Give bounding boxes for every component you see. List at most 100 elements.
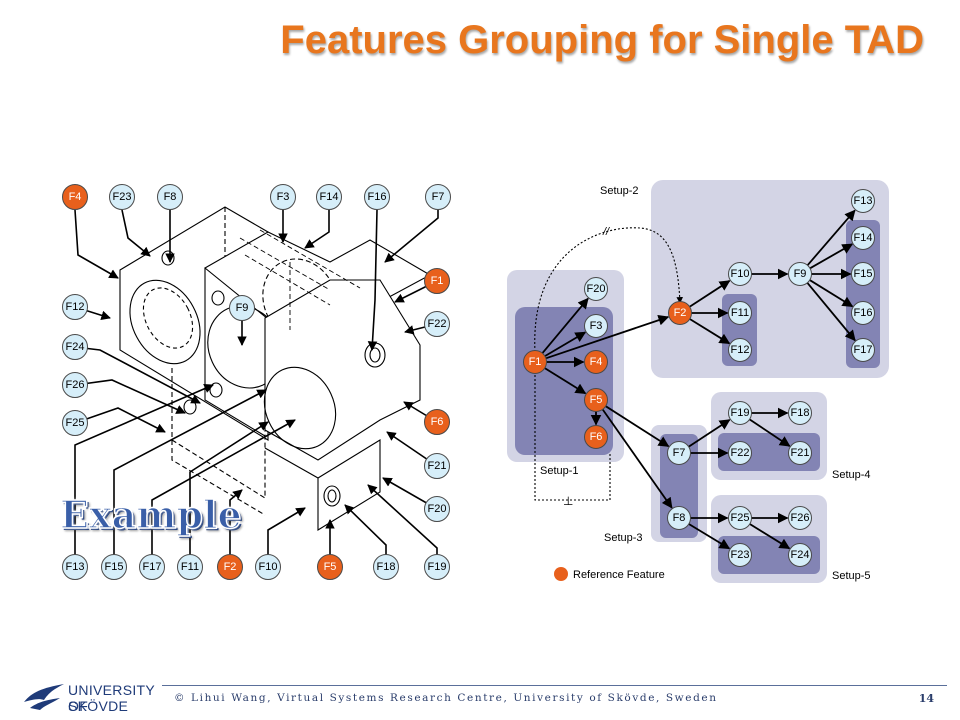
graph-node-f7-label: F7 bbox=[673, 447, 686, 459]
legend-label: Reference Feature bbox=[573, 569, 665, 581]
graph-node-f6-label: F6 bbox=[590, 431, 603, 443]
drawing-label-f17: F17 bbox=[139, 554, 165, 580]
drawing-label-f3: F3 bbox=[270, 184, 296, 210]
drawing-label-f17-label: F17 bbox=[143, 561, 162, 573]
graph-node-f18-label: F18 bbox=[791, 407, 810, 419]
drawing-label-f19-circle bbox=[424, 554, 450, 580]
drawing-label-f8: F8 bbox=[157, 184, 183, 210]
graph-node-f14-circle bbox=[851, 226, 875, 250]
drawing-label-f15-label: F15 bbox=[105, 561, 124, 573]
graph-node-f16-label: F16 bbox=[854, 307, 873, 319]
drawing-label-f9-circle bbox=[229, 295, 255, 321]
graph-node-f5-circle bbox=[584, 388, 608, 412]
graph-node-f2-label: F2 bbox=[674, 307, 687, 319]
edge-f9-f14 bbox=[809, 243, 854, 270]
drawing-label-f26-label: F26 bbox=[66, 379, 85, 391]
graph-node-f16: F16 bbox=[851, 301, 875, 325]
drawing-label-f1-label: F1 bbox=[431, 275, 444, 287]
drawing-label-f7-circle bbox=[425, 184, 451, 210]
example-label: Example bbox=[59, 491, 242, 538]
graph-node-f9: F9 bbox=[788, 262, 812, 286]
edge-f5-f8 bbox=[601, 408, 673, 509]
graph-node-f25: F25 bbox=[728, 506, 752, 530]
drawing-label-f20-label: F20 bbox=[428, 503, 447, 515]
graph-node-f10: F10 bbox=[728, 262, 752, 286]
drawing-label-f15: F15 bbox=[101, 554, 127, 580]
drawing-label-f13: F13 bbox=[62, 554, 88, 580]
graph-node-f1-circle bbox=[523, 350, 547, 374]
drawing-label-f10-label: F10 bbox=[259, 561, 278, 573]
graph-node-f13: F13 bbox=[851, 189, 875, 213]
drawing-label-f24: F24 bbox=[62, 334, 88, 360]
drawing-label-f10-circle bbox=[255, 554, 281, 580]
drawing-label-f22-label: F22 bbox=[428, 318, 447, 330]
graph-node-f12-label: F12 bbox=[731, 344, 750, 356]
graph-node-f2-circle bbox=[668, 301, 692, 325]
part-drawing bbox=[119, 206, 432, 531]
drawing-label-f4-circle bbox=[62, 184, 88, 210]
drawing-label-f5: F5 bbox=[317, 554, 343, 580]
graph-node-f13-label: F13 bbox=[854, 195, 873, 207]
graph-node-f26-circle bbox=[788, 506, 812, 530]
footer-divider bbox=[162, 685, 947, 686]
graph-node-f11-circle bbox=[728, 301, 752, 325]
setup-regions bbox=[507, 180, 889, 583]
drawing-label-f15-circle bbox=[101, 554, 127, 580]
graph-node-f22: F22 bbox=[728, 441, 752, 465]
graph-node-f26: F26 bbox=[788, 506, 812, 530]
drawing-label-f23: F23 bbox=[109, 184, 135, 210]
drawing-label-f19-label: F19 bbox=[428, 561, 447, 573]
graph-node-f18: F18 bbox=[788, 401, 812, 425]
drawing-label-f21: F21 bbox=[424, 453, 450, 479]
setup-4-label: Setup-4 bbox=[832, 469, 871, 481]
graph-node-f4: F4 bbox=[584, 350, 608, 374]
drawing-label-f5-label: F5 bbox=[324, 561, 337, 573]
graph-node-f21: F21 bbox=[788, 441, 812, 465]
drawing-label-f6: F6 bbox=[424, 409, 450, 435]
drawing-label-f14-circle bbox=[316, 184, 342, 210]
parallel-symbol: // bbox=[602, 226, 610, 238]
drawing-label-f20: F20 bbox=[424, 496, 450, 522]
graph-node-f19: F19 bbox=[728, 401, 752, 425]
graph-node-f16-circle bbox=[851, 301, 875, 325]
graph-node-f8-circle bbox=[667, 506, 691, 530]
drawing-label-f1: F1 bbox=[424, 268, 450, 294]
graph-node-f3: F3 bbox=[584, 314, 608, 338]
graph-node-f9-label: F9 bbox=[794, 268, 807, 280]
drawing-label-f8-label: F8 bbox=[164, 191, 177, 203]
drawing-label-f11-circle bbox=[177, 554, 203, 580]
drawing-label-f11-label: F11 bbox=[181, 561, 199, 573]
edge-f5-f7 bbox=[605, 405, 670, 448]
graph-node-f1: F1 bbox=[523, 350, 547, 374]
graph-node-f1-label: F1 bbox=[529, 356, 542, 368]
drawing-label-f2-label: F2 bbox=[224, 561, 237, 573]
drawing-label-f18-label: F18 bbox=[377, 561, 396, 573]
tolerance-links bbox=[534, 227, 684, 501]
graph-node-f14: F14 bbox=[851, 226, 875, 250]
drawing-label-f7: F7 bbox=[425, 184, 451, 210]
graph-node-f23: F23 bbox=[728, 543, 752, 567]
graph-node-f25-label: F25 bbox=[731, 512, 750, 524]
graph-node-f21-label: F21 bbox=[791, 447, 810, 459]
edge-f9-f17 bbox=[806, 282, 856, 342]
graph-node-f8-label: F8 bbox=[673, 512, 686, 524]
edge-f19-f21 bbox=[749, 418, 791, 447]
slide-title: Features Grouping for Single TAD bbox=[280, 18, 924, 62]
graph-node-f19-circle bbox=[728, 401, 752, 425]
graph-node-f7: F7 bbox=[667, 441, 691, 465]
edge-f8-f23 bbox=[688, 523, 731, 550]
drawing-label-f26: F26 bbox=[62, 372, 88, 398]
edge-f1-f2 bbox=[545, 314, 670, 360]
drawing-label-f14-label: F14 bbox=[320, 191, 339, 203]
university-name-line2: SKÖVDE bbox=[68, 698, 129, 714]
drawing-label-f23-circle bbox=[109, 184, 135, 210]
graph-node-f9-circle bbox=[788, 262, 812, 286]
graph-node-f4-label: F4 bbox=[590, 356, 603, 368]
drawing-label-f16: F16 bbox=[364, 184, 390, 210]
graph-node-f23-circle bbox=[728, 543, 752, 567]
edge-f1-f20 bbox=[541, 297, 589, 354]
graph-node-f24: F24 bbox=[788, 543, 812, 567]
drawing-label-f11: F11 bbox=[177, 554, 203, 580]
graph-node-f4-circle bbox=[584, 350, 608, 374]
